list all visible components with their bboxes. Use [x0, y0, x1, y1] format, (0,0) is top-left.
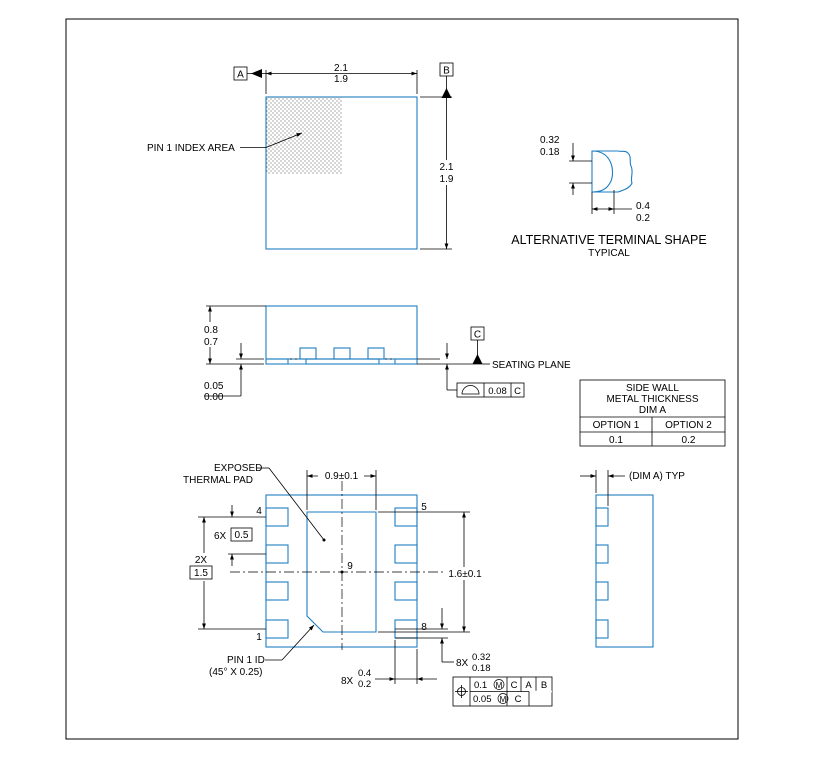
- flatness-datum: C: [514, 386, 521, 397]
- bottom-view-outline: [265, 494, 418, 648]
- pad-left-3: [265, 544, 289, 564]
- thermal-pad: [306, 511, 377, 633]
- table-title-line3: DIM A: [639, 405, 667, 416]
- pitch-count: 6X: [214, 531, 227, 542]
- terminal-height-min: 0.18: [540, 147, 560, 158]
- side-height-min: 0.7: [204, 337, 218, 348]
- pad-left-1: [265, 619, 289, 639]
- bottom-view: 0.9±0.1 1.6±0.1 EXPOSED THERMAL PAD 4 5 …: [183, 463, 553, 707]
- pin-1-number: 1: [256, 632, 262, 643]
- mmc-icon-row1: [493, 679, 505, 690]
- pin-4-number: 4: [256, 506, 262, 517]
- top-width-max: 2.1: [334, 63, 348, 74]
- dim-a-label: (DIM A) TYP: [629, 471, 685, 482]
- mmc-row1: M: [496, 681, 503, 690]
- table-value-option2: 0.2: [682, 435, 696, 446]
- datum-b-label: B: [443, 66, 450, 77]
- side-wall-table: SIDE WALL METAL THICKNESS DIM A OPTION 1…: [579, 379, 726, 447]
- pad-left-2: [265, 581, 289, 601]
- tol-row1-datum-c: C: [511, 680, 518, 691]
- side-view: 0.8 0.7 0.05 0.00 C SEATING PLANE 0.08 C: [200, 305, 571, 403]
- side-height-max: 0.8: [204, 325, 218, 336]
- exposed-pad-label-2: THERMAL PAD: [183, 475, 253, 486]
- terminal-detail: 0.32 0.18 0.4 0.2 ALTERNATIVE TERMINAL S…: [511, 135, 706, 259]
- pad-right-6: [394, 544, 418, 564]
- lead-length-min: 0.2: [358, 679, 371, 690]
- tol-row2-value: 0.05: [473, 694, 492, 705]
- terminal-height-max: 0.32: [540, 135, 560, 146]
- flatness-symbol: [461, 385, 480, 395]
- top-height-min: 1.9: [440, 174, 454, 185]
- table-header-option2: OPTION 2: [665, 420, 712, 431]
- pad-left-4: [265, 507, 289, 527]
- pin1-id-label-1: PIN 1 ID: [227, 655, 265, 666]
- pad-right-5: [394, 507, 418, 527]
- pitch-box: [230, 527, 253, 542]
- side-standoff-min: 0.00: [204, 392, 224, 403]
- lead-width-min: 0.18: [472, 663, 491, 674]
- table-value-option1: 0.1: [609, 435, 623, 446]
- terminal-shape: [592, 150, 633, 193]
- thermal-pad-number: 9: [347, 561, 353, 572]
- datum-c-label: C: [474, 330, 481, 341]
- tol-row1-datum-a: A: [525, 680, 532, 691]
- mmc-row2: M: [500, 695, 507, 704]
- side-wall-body: [595, 494, 654, 648]
- pin-8-number: 8: [421, 622, 427, 633]
- tol-row2-datum-c: C: [515, 694, 522, 705]
- terminal-detail-title: ALTERNATIVE TERMINAL SHAPE: [511, 233, 706, 247]
- side-wall-view: (DIM A) TYP: [580, 470, 685, 648]
- datum-a-label: A: [237, 70, 244, 81]
- top-height-max: 2.1: [440, 162, 454, 173]
- tol-row1-value: 0.1: [474, 680, 487, 691]
- exposed-pad-label-1: EXPOSED: [214, 463, 262, 474]
- seating-plane-label: SEATING PLANE: [492, 360, 571, 371]
- span-box: [189, 565, 213, 580]
- pitch-value: 0.5: [235, 530, 249, 541]
- table-title-line1: SIDE WALL: [626, 383, 679, 394]
- side-view-body: [265, 305, 418, 360]
- lead-width-max: 0.32: [472, 652, 491, 663]
- pin-5-number: 5: [421, 502, 427, 513]
- mmc-icon-row2: [497, 693, 509, 704]
- drawing-frame: [65, 18, 739, 740]
- terminal-length-min: 0.2: [636, 213, 650, 224]
- pin1-index-area: [266, 97, 342, 174]
- table-header-option1: OPTION 1: [593, 420, 640, 431]
- side-standoff-max: 0.05: [204, 381, 224, 392]
- tol-row1-datum-b: B: [541, 680, 547, 691]
- top-view: A 2.1 1.9 B 2.1 1.9 PIN 1 INDEX AREA: [147, 62, 456, 250]
- lead-length-max: 0.4: [358, 668, 371, 679]
- top-width-min: 1.9: [334, 74, 348, 85]
- table-title-line2: METAL THICKNESS: [606, 394, 698, 405]
- lead-width-count: 8X: [456, 658, 469, 669]
- terminal-length-max: 0.4: [636, 201, 650, 212]
- pin1-index-label: PIN 1 INDEX AREA: [147, 143, 235, 154]
- thermal-pad-length: 1.6±0.1: [448, 569, 482, 580]
- span-count: 2X: [195, 555, 208, 566]
- pin1-id-label-2: (45° X 0.25): [209, 667, 262, 678]
- lead-length-count: 8X: [341, 676, 354, 687]
- thermal-pad-width: 0.9±0.1: [325, 471, 359, 482]
- position-tolerance-frame: 0.1 M C A B 0.05 M C: [452, 676, 553, 707]
- flatness-value: 0.08: [488, 386, 507, 397]
- terminal-detail-subtitle: TYPICAL: [588, 248, 630, 259]
- span-value: 1.5: [194, 568, 208, 579]
- pad-right-7: [394, 581, 418, 601]
